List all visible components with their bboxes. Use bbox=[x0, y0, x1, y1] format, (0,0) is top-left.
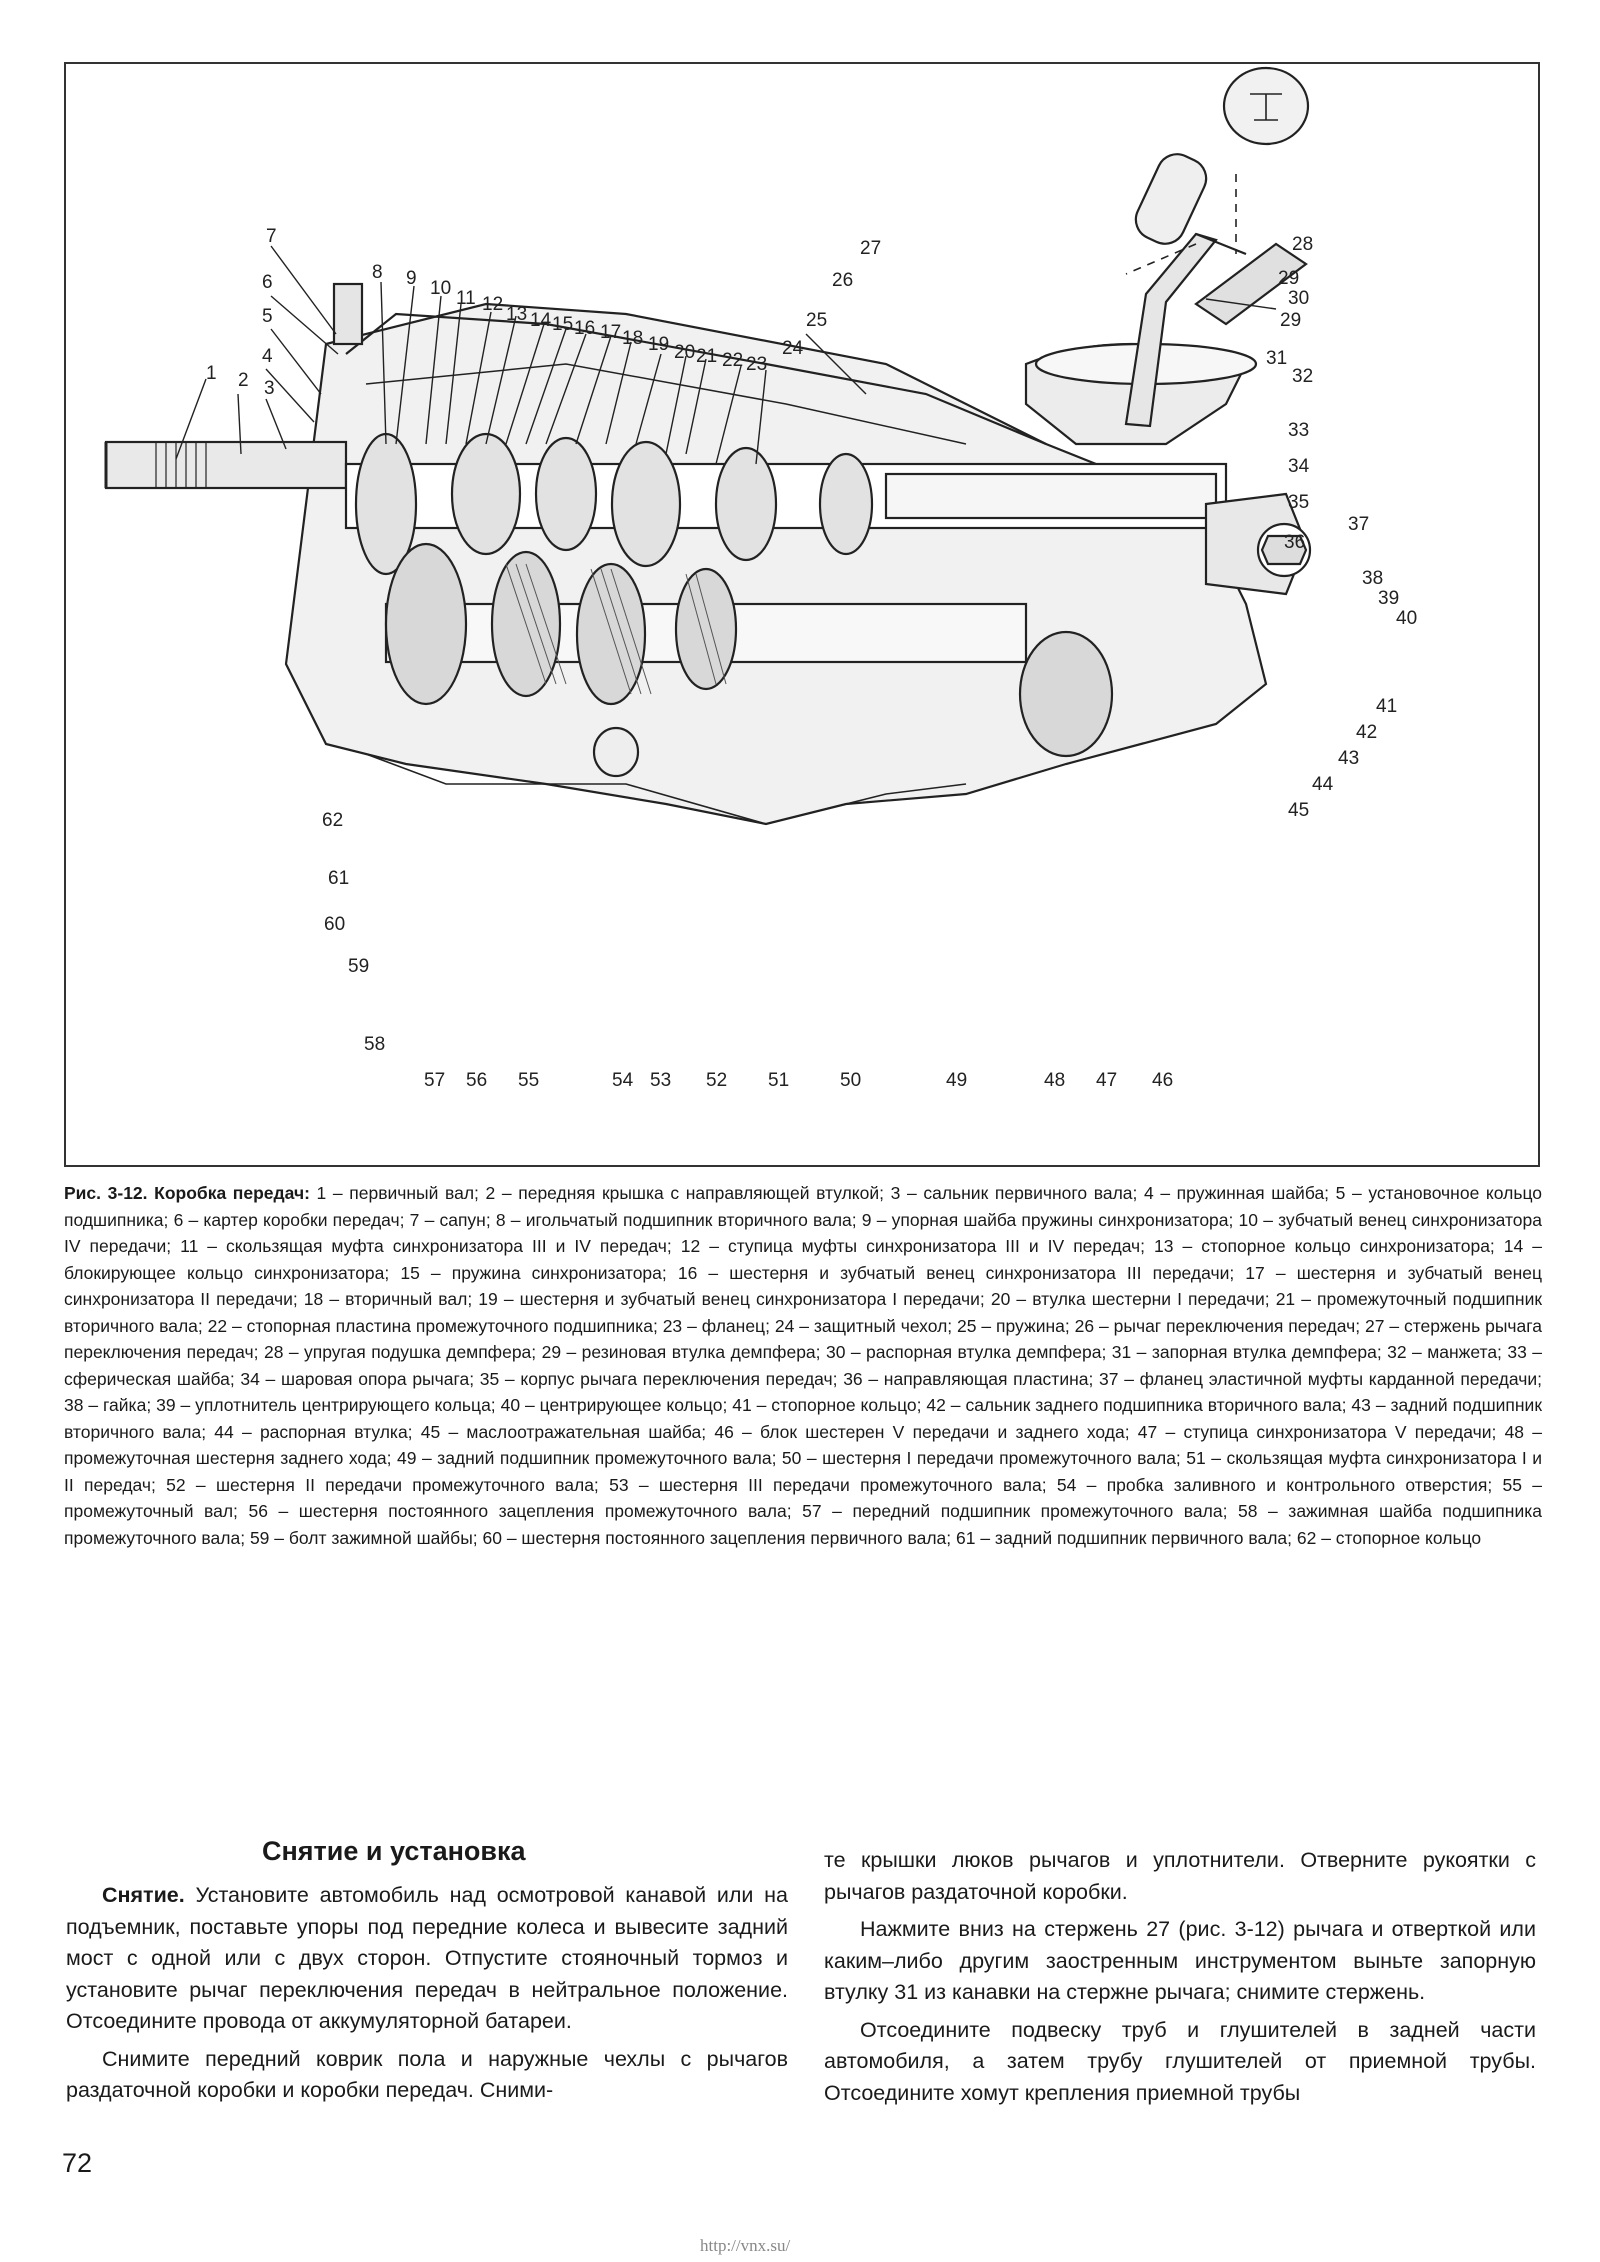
callout-label: 13 bbox=[506, 304, 527, 325]
caption-text: 1 – первичный вал; 2 – передняя крышка с… bbox=[64, 1183, 1543, 1548]
callout-label: 46 bbox=[1152, 1070, 1173, 1091]
callout-label: 53 bbox=[650, 1070, 671, 1091]
callout-label: 42 bbox=[1356, 722, 1377, 743]
callout-label: 34 bbox=[1288, 456, 1310, 477]
left-paragraph-1: Снятие. Установите автомобиль над осмотр… bbox=[66, 1880, 788, 2038]
callout-label: 20 bbox=[674, 342, 695, 363]
callout-label: 37 bbox=[1348, 514, 1369, 535]
callout-label: 10 bbox=[430, 278, 451, 299]
callout-label: 19 bbox=[648, 334, 669, 355]
callout-label: 57 bbox=[424, 1070, 445, 1091]
callout-label: 35 bbox=[1288, 492, 1309, 513]
callout-label: 3 bbox=[264, 378, 275, 399]
callout-label: 56 bbox=[466, 1070, 487, 1091]
callout-label: 48 bbox=[1044, 1070, 1065, 1091]
gearbox-drawing bbox=[104, 66, 1312, 826]
callout-label: 17 bbox=[600, 322, 621, 343]
right-column: те крышки люков рычагов и уплотнители. О… bbox=[824, 1845, 1536, 2115]
callout-label: 50 bbox=[840, 1070, 861, 1091]
footer-url: http://vnx.su/ bbox=[700, 2236, 791, 2255]
callout-label: 59 bbox=[348, 956, 369, 977]
gearbox-illustration: 1234567891011121314151617181920212223242… bbox=[104, 66, 1417, 1091]
callout-label: 47 bbox=[1096, 1070, 1117, 1091]
callout-label: 32 bbox=[1292, 366, 1313, 387]
callout-label: 4 bbox=[262, 346, 273, 367]
callout-label: 61 bbox=[328, 868, 349, 889]
callout-label: 9 bbox=[406, 268, 417, 289]
callout-label: 45 bbox=[1288, 800, 1309, 821]
callout-label: 8 bbox=[372, 262, 383, 283]
callout-label: 38 bbox=[1362, 568, 1383, 589]
callout-label: 62 bbox=[322, 810, 343, 831]
callout-label: 43 bbox=[1338, 748, 1359, 769]
callout-label: 29 bbox=[1278, 268, 1299, 289]
right-paragraph-1: те крышки люков рычагов и уплотнители. О… bbox=[824, 1848, 1536, 1904]
callout-label: 15 bbox=[552, 314, 573, 335]
removal-lead: Снятие. bbox=[102, 1883, 185, 1907]
callout-label: 27 bbox=[860, 238, 881, 259]
callout-label: 24 bbox=[782, 338, 804, 359]
callout-label: 16 bbox=[574, 318, 595, 339]
callout-label: 11 bbox=[456, 288, 476, 309]
figure-caption: Рис. 3-12. Коробка передач: 1 – первичны… bbox=[64, 1180, 1542, 1551]
leader-lines bbox=[175, 245, 1277, 465]
callout-label: 54 bbox=[612, 1070, 634, 1091]
callout-label: 31 bbox=[1266, 348, 1287, 369]
callout-label: 40 bbox=[1396, 608, 1417, 629]
caption-label: Рис. 3-12. Коробка передач: bbox=[64, 1183, 310, 1203]
callout-label: 36 bbox=[1284, 532, 1305, 553]
callout-label: 51 bbox=[768, 1070, 789, 1091]
callout-label: 2 bbox=[238, 370, 249, 391]
callout-label: 52 bbox=[706, 1070, 727, 1091]
callout-label: 7 bbox=[266, 226, 277, 247]
callout-label: 26 bbox=[832, 270, 853, 291]
callout-label: 39 bbox=[1378, 588, 1399, 609]
left-paragraph-2: Снимите передний коврик пола и наружные … bbox=[66, 2046, 788, 2103]
callout-label: 14 bbox=[530, 310, 552, 331]
left-column: Снятие. Установите автомобиль над осмотр… bbox=[66, 1880, 788, 2113]
callout-label: 25 bbox=[806, 310, 827, 331]
callout-label: 60 bbox=[324, 914, 345, 935]
callout-label: 28 bbox=[1292, 234, 1313, 255]
callout-label: 22 bbox=[722, 350, 743, 371]
callout-label: 55 bbox=[518, 1070, 539, 1091]
callout-label: 30 bbox=[1288, 288, 1309, 309]
section-title: Снятие и установка bbox=[262, 1836, 526, 1866]
callout-label: 18 bbox=[622, 328, 643, 349]
callout-label: 5 bbox=[262, 306, 273, 327]
page-number: 72 bbox=[62, 2148, 93, 2178]
callout-label: 29 bbox=[1280, 310, 1301, 331]
callout-label: 41 bbox=[1376, 696, 1397, 717]
callout-label: 58 bbox=[364, 1034, 385, 1055]
right-paragraph-3: Отсоедините подвеску труб и глушителей в… bbox=[824, 2017, 1536, 2105]
left-paragraph-1-text: Установите автомобиль над осмотровой кан… bbox=[66, 1883, 788, 2033]
callout-label: 1 bbox=[206, 363, 217, 384]
right-paragraph-2: Нажмите вниз на стержень 27 (рис. 3-12) … bbox=[824, 1917, 1536, 2004]
callout-label: 23 bbox=[746, 354, 767, 375]
callout-label: 33 bbox=[1288, 420, 1309, 441]
callout-label: 21 bbox=[696, 346, 717, 367]
callout-label: 44 bbox=[1312, 774, 1334, 795]
callout-label: 6 bbox=[262, 272, 273, 293]
callout-label: 12 bbox=[482, 294, 503, 315]
callout-label: 49 bbox=[946, 1070, 967, 1091]
